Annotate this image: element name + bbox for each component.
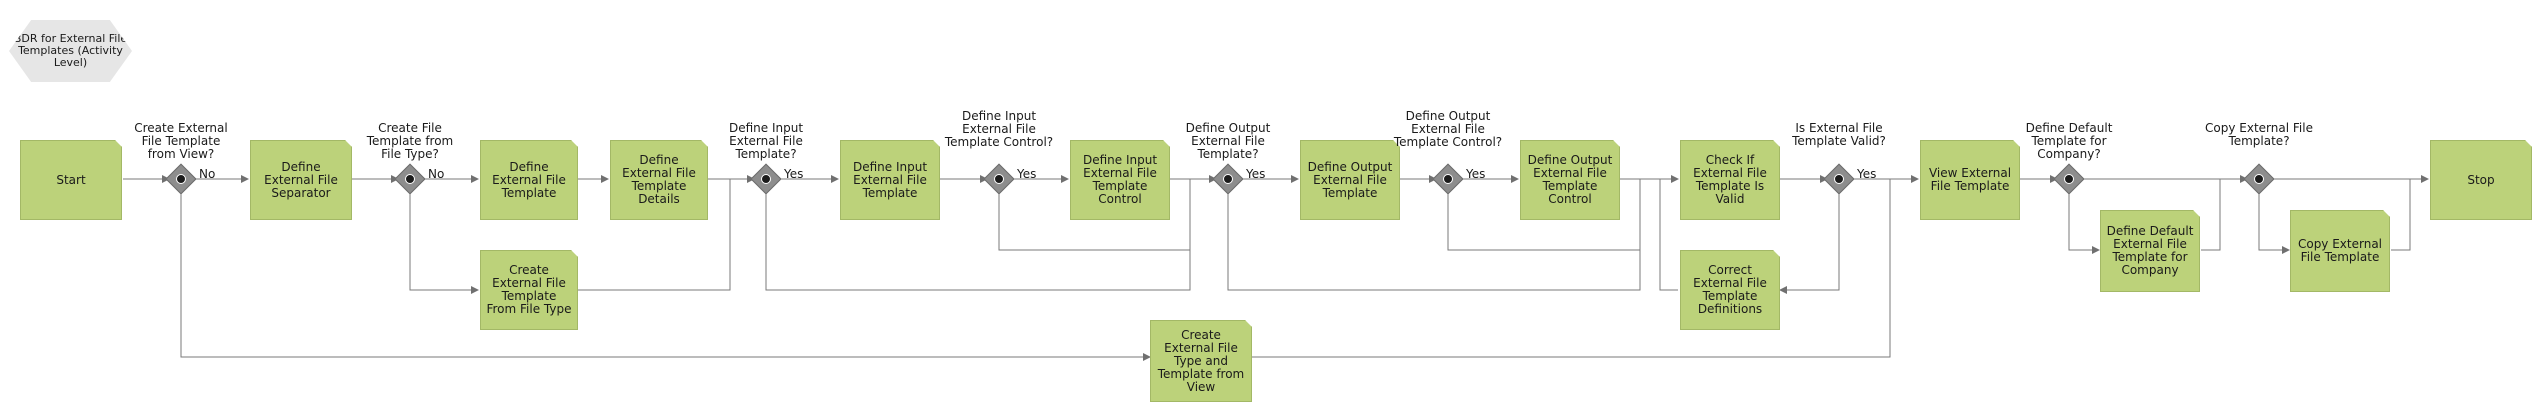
edge-g9-copy xyxy=(2258,191,2290,254)
gateway-2-question: Create File Template from File Type? xyxy=(366,121,454,161)
gateway-7-question: Is External File Template Valid? xyxy=(1792,121,1886,148)
edge-label-yes-4: Yes xyxy=(1017,167,1037,181)
define-output-control-node: Define Output External File Template Con… xyxy=(1520,140,1620,220)
define-template-details-node: Define External File Template Details xyxy=(610,140,708,220)
edge-g8-default xyxy=(2068,191,2100,254)
edge-g4-bypass xyxy=(998,191,1190,251)
correct-definitions-node: Correct External File Template Definitio… xyxy=(1680,250,1780,330)
gateway-1-question: Create External File Template from View? xyxy=(134,121,228,161)
edge-label-yes-5: Yes xyxy=(1246,167,1266,181)
view-template-node: View External File Template xyxy=(1920,140,2020,220)
create-type-from-view-node: Create External File Type and Template f… xyxy=(1150,320,1252,402)
edge-label-yes-6: Yes xyxy=(1466,167,1486,181)
edge-label-yes-7: Yes xyxy=(1857,167,1877,181)
edge-g2-fromtype xyxy=(409,191,479,294)
gateway-5-question: Define Output External File Template? xyxy=(1185,121,1271,161)
edge-g5-bypass xyxy=(1227,179,1641,291)
define-input-control-node: Define Input External File Template Cont… xyxy=(1070,140,1170,220)
copy-template-node: Copy External File Template xyxy=(2290,210,2390,292)
edge-g6-bypass xyxy=(1447,191,1640,251)
diagram-title: BDR for External File Templates (Activit… xyxy=(9,20,132,82)
edge-copy-stop xyxy=(2391,179,2411,251)
create-from-file-type-node: Create External File Template From File … xyxy=(480,250,578,330)
edge-g3-bypass xyxy=(765,179,1191,291)
edge-correct-check xyxy=(1659,179,1678,291)
define-default-company-node: Define Default External File Template fo… xyxy=(2100,210,2200,292)
edge-g1-createview xyxy=(180,191,1151,361)
gateway-4-question: Define Input External File Template Cont… xyxy=(944,109,1054,149)
gateway-9-question: Copy External File Template? xyxy=(2205,121,2313,148)
edge-g7-correct xyxy=(1779,191,1840,294)
define-separator-node: Define External File Separator xyxy=(250,140,352,220)
edge-label-no-2: No xyxy=(428,167,445,181)
edge-default-g9 xyxy=(2201,179,2221,251)
gateway-6-question: Define Output External File Template Con… xyxy=(1393,109,1503,149)
define-output-template-node: Define Output External File Template xyxy=(1300,140,1400,220)
stop-node: Stop xyxy=(2430,140,2532,220)
gateway-3-question: Define Input External File Template? xyxy=(728,121,804,161)
define-input-template-node: Define Input External File Template xyxy=(840,140,940,220)
gateway-8-question: Define Default Template for Company? xyxy=(2025,121,2113,161)
edge-label-no-1: No xyxy=(199,167,216,181)
define-template-node: Define External File Template xyxy=(480,140,578,220)
edge-fromtype-g3 xyxy=(578,179,731,291)
edge-label-yes-3: Yes xyxy=(784,167,804,181)
edge-createview-view xyxy=(1252,179,1891,358)
start-node: Start xyxy=(20,140,122,220)
check-valid-node: Check If External File Template Is Valid xyxy=(1680,140,1780,220)
